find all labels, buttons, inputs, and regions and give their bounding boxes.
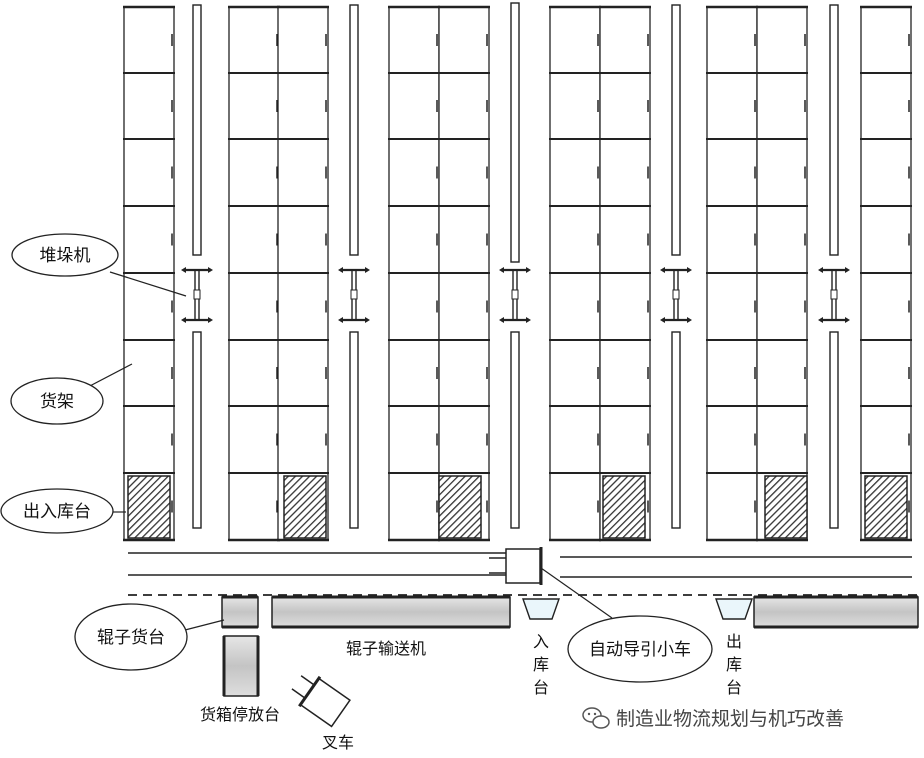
inbound-label-char-3: 台 [533,678,549,697]
stacker-arrow [845,317,850,323]
outbound-station [715,598,753,620]
wechat-icon [582,707,610,729]
stacker-arrow [526,317,531,323]
stacker-carriage [193,289,201,300]
rack-area [123,5,912,542]
io-station-box [283,475,327,539]
stacker-crane [499,267,531,323]
inbound-label: 入 库 台 [533,632,549,697]
shelf-column [599,5,651,542]
aisle-rail-lower [829,331,839,529]
stacker-crane [660,267,692,323]
callout-agv-label: 自动导引小车 [589,640,691,660]
stacker-arrow [181,317,186,323]
stacker-arrow [660,317,665,323]
stacker-arrow [526,267,531,273]
stacker-arrow [687,317,692,323]
shelf-column [388,5,440,542]
aisle-rail-lower [349,331,359,529]
stacker-arrow [499,317,504,323]
stacker-arrow [687,267,692,273]
shelf-column [756,5,808,542]
stacker-arrow [845,267,850,273]
callout-agv: 自动导引小车 [567,615,713,683]
stacker-arrow [660,267,665,273]
shelf-column [706,5,758,542]
stacker-arrow [208,317,213,323]
outbound-label: 出 库 台 [726,632,742,697]
callout-shelf-label: 货架 [40,392,74,412]
stacker-arrow [818,317,823,323]
agv-cart [489,547,543,585]
shelf-column [228,5,280,542]
stacker-arrow [338,317,343,323]
forklift-label: 叉车 [322,733,354,752]
forklift [291,675,351,728]
roller-conveyor-label: 辊子输送机 [346,639,426,658]
stacker-carriage [830,289,838,300]
callout-roller-stand: 辊子货台 [74,603,188,671]
stacker-crane [181,267,213,323]
callout-io-station-label: 出入库台 [23,502,91,522]
aisle-rail-upper [510,2,520,263]
agv-track [128,552,918,596]
stacker-arrow [208,267,213,273]
aisle-rail-upper [349,4,359,256]
outbound-label-char-2: 库 [726,655,742,674]
stacker-carriage [350,289,358,300]
outbound-label-char-1: 出 [726,632,742,651]
stacker-carriage [511,289,519,300]
callout-stacker-label: 堆垛机 [40,246,91,266]
roller-conveyor-right [753,596,919,628]
inbound-station [522,598,560,620]
stacker-arrow [365,317,370,323]
shelf-column [860,5,912,542]
aisle-rail-upper [671,4,681,256]
stacker-arrow [818,267,823,273]
box-parking-stand [222,635,260,697]
shelf-column [549,5,601,542]
stacker-crane [818,267,850,323]
io-stations [127,475,908,539]
aisle-rail-lower [510,331,520,529]
watermark-text: 制造业物流规划与机巧改善 [616,708,844,730]
roller-conveyors [221,595,919,629]
aisle-rails [192,2,839,529]
roller-conveyor-left [271,596,511,628]
aisle-rail-upper [829,4,839,256]
stacker-crane [338,267,370,323]
stacker-arrow [338,267,343,273]
callout-roller-stand-label: 辊子货台 [97,628,165,648]
callout-stacker: 堆垛机 [11,233,119,277]
io-station-box [438,475,482,539]
shelf-column [277,5,329,542]
stacker-arrow [499,267,504,273]
io-station-box [602,475,646,539]
inbound-label-char-2: 库 [533,655,549,674]
aisle-rail-upper [192,4,202,256]
shelf-column [438,5,490,542]
stacker-arrow [181,267,186,273]
inbound-label-char-1: 入 [533,632,549,651]
stacker-carriage [672,289,680,300]
outbound-label-char-3: 台 [726,678,742,697]
shelf-column [123,5,175,542]
aisle-rail-lower [671,331,681,529]
stacker-cranes [181,267,850,323]
callout-io-station: 出入库台 [0,488,114,534]
roller-stand [221,596,259,628]
io-station-box [764,475,808,539]
io-station-box [864,475,908,539]
aisle-rail-lower [192,331,202,529]
stacker-arrow [365,267,370,273]
callout-shelf: 货架 [10,377,104,425]
watermark: 制造业物流规划与机巧改善 [582,707,844,730]
box-parking-label: 货箱停放台 [200,705,280,724]
io-station-box [127,475,171,539]
